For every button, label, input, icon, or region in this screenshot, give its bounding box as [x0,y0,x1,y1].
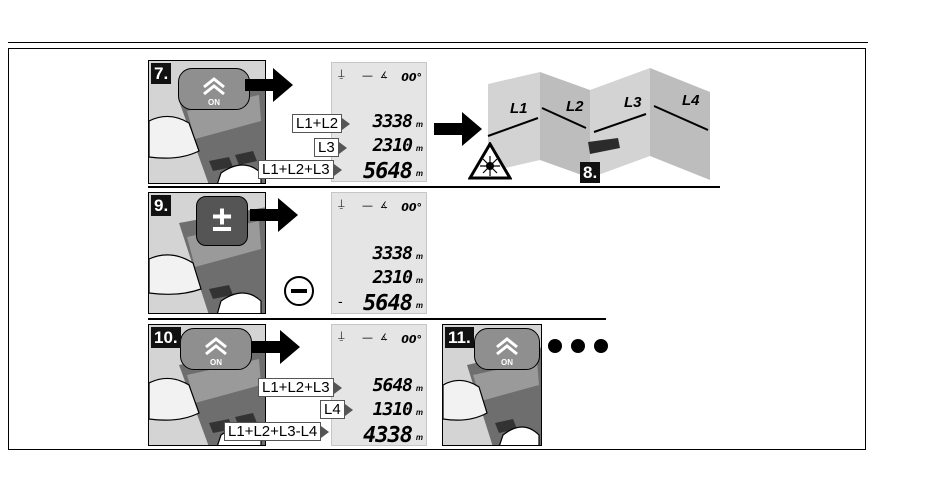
laser-mode-icon: ⍊ [338,197,345,211]
value-line-1: 3338 [373,243,412,264]
step-number: 11. [445,327,474,348]
figure-frame [8,48,866,450]
top-rule [8,42,868,43]
degree-readout: 00° [401,333,422,346]
tag-sum-l1-l2-l3: L1+L2+L3 [258,160,334,179]
degree-readout: 00° [401,201,422,214]
dash-icon: — [362,331,373,344]
lcd-display: ⍊ — ∡ 00° 5648 m 1310 m 4338 m [331,324,427,446]
wall-label-l1: L1 [510,100,528,117]
unit-label: m [416,120,423,129]
minus-sign: - [338,293,343,309]
angle-icon: ∡ [380,201,388,211]
degree-readout: 00° [401,71,422,84]
tag-l4: L4 [320,400,345,419]
value-line-1: 3338 [373,111,412,132]
tag-sum-l1-l2-l3: L1+L2+L3 [258,378,334,397]
right-arrow-icon [252,328,302,366]
unit-label: m [416,408,423,417]
on-button[interactable]: ON [474,328,540,370]
value-line-3: 4338 [363,423,412,448]
on-button[interactable]: ON [180,328,252,370]
laser-warning-icon [468,142,512,180]
unit-label: m [416,301,423,310]
value-line-2: 2310 [373,267,412,288]
wall-label-l3: L3 [624,94,642,111]
on-button-label: ON [179,98,249,107]
value-line-1: 5648 [373,375,412,396]
unit-label: m [416,384,423,393]
plus-minus-label: ± [197,199,247,239]
value-line-2: 2310 [373,135,412,156]
on-button-label: ON [181,358,251,367]
step-number: 10. [151,327,181,348]
tag-sum-l1-l2: L1+L2 [292,114,342,133]
dash-icon: — [362,69,373,82]
wall-label-l2: L2 [566,98,584,115]
step-number: 8. [580,162,600,183]
wall-label-l4: L4 [682,92,700,109]
angle-icon: ∡ [380,71,388,81]
on-button-label: ON [475,358,539,367]
step-number: 9. [151,195,171,216]
lcd-display: ⍊ — ∡ 00° 3338 m 2310 m 5648 m - [331,192,427,314]
step-number: 7. [151,63,171,84]
plus-minus-button[interactable]: ± [196,196,248,246]
unit-label: m [416,433,423,442]
unit-label: m [416,252,423,261]
unit-label: m [416,276,423,285]
laser-mode-icon: ⍊ [338,329,345,343]
unit-label: m [416,169,423,178]
on-button[interactable]: ON [178,68,250,110]
right-arrow-icon [250,196,300,234]
ellipsis-icon [546,336,612,356]
unit-label: m [416,144,423,153]
dash-icon: — [362,199,373,212]
row-separator [148,318,606,320]
tag-l3: L3 [314,138,339,157]
tag-l1-l2-l3-minus-l4: L1+L2+L3-L4 [224,422,321,441]
minus-circle-icon [284,276,314,306]
angle-icon: ∡ [380,333,388,343]
row-separator [148,186,720,188]
right-arrow-icon [245,66,295,104]
value-line-2: 1310 [373,399,412,420]
laser-mode-icon: ⍊ [338,67,345,81]
value-line-3: 5648 [363,291,412,316]
value-line-3: 5648 [363,159,412,184]
